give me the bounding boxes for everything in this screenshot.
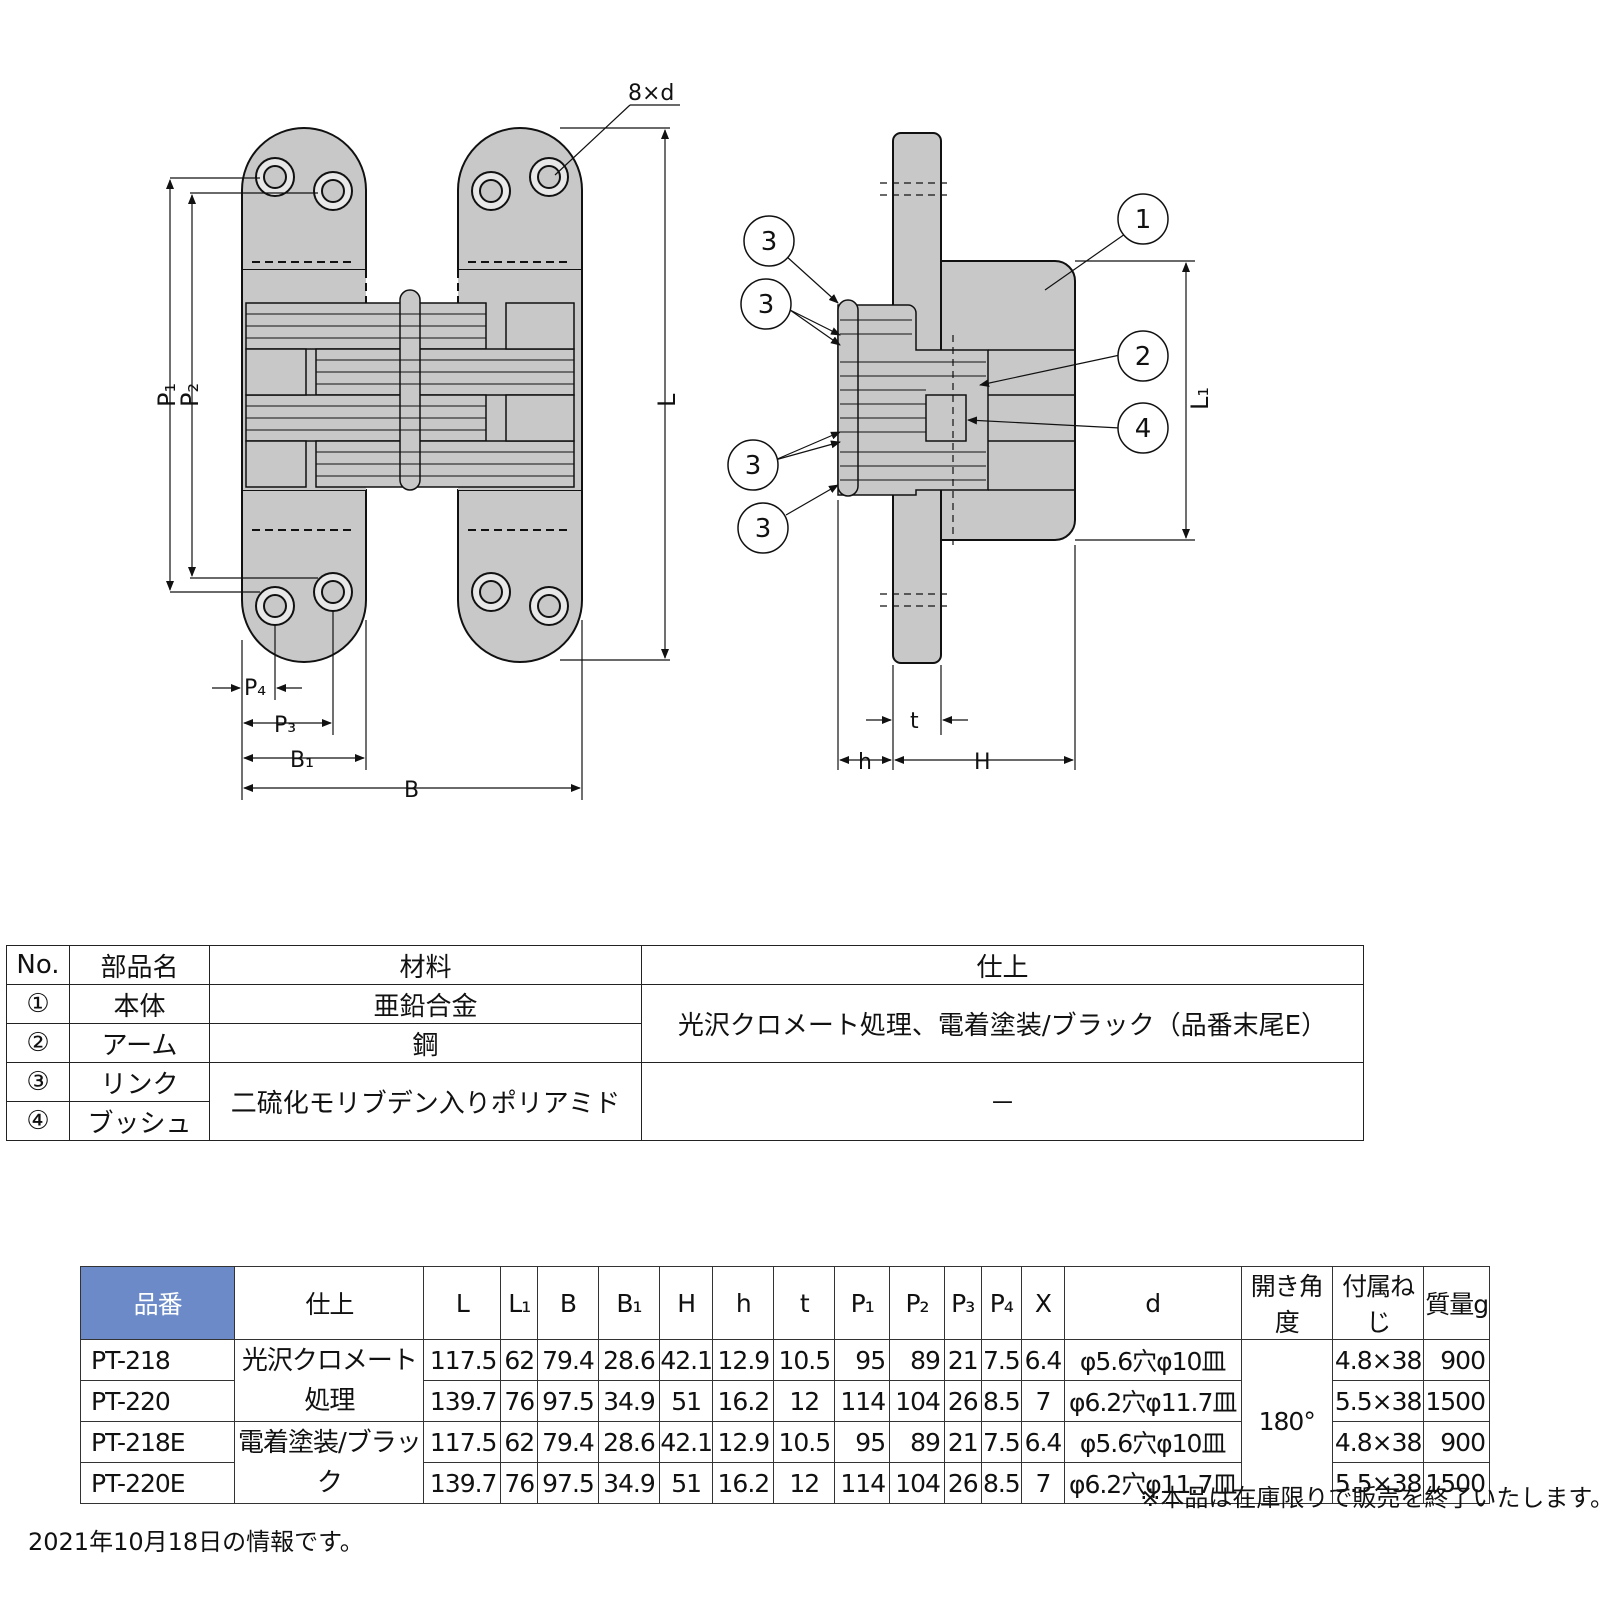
table-row: ④ ブッシュ [6,1101,1364,1141]
finish-cell-3-4: － [641,1062,1364,1141]
date-note: 2021年10月18日の情報です。 [28,1528,364,1556]
callout-3c [727,439,779,491]
parts-col-no: No. [6,945,70,985]
side-bush [925,394,967,442]
table-row: PT-220E 139.7 76 97.5 34.9 51 16.2 12 11… [79,1462,1490,1504]
dim-B1-label: B₁ [290,748,314,773]
spec-header-row: 品番 仕上 L L₁ B B₁ H h t P₁ P₂ P₃ P₄ X d 開き… [79,1266,1490,1340]
dim-h-label: h [858,750,872,775]
spec-table: 品番 仕上 L L₁ B B₁ H h t P₁ P₂ P₃ P₄ X d 開き… [79,1266,1490,1504]
spec-col-code: 品番 [79,1266,236,1340]
dim-P3-label: P₃ [274,713,296,738]
table-row: PT-220 139.7 76 97.5 34.9 51 16.2 12 114… [79,1380,1490,1422]
dim-H-label: H [974,750,991,775]
callout-3a [743,215,795,267]
callout-3d [737,502,789,554]
callout-2 [1117,330,1169,382]
hinge-side-view [837,132,1076,664]
dim-holes-label: 8×d [628,81,674,106]
finish-cell-1-2: 光沢クロメート処理、電着塗装/ブラック（品番末尾E） [641,984,1364,1063]
parts-col-finish: 仕上 [641,945,1364,985]
discontinued-note: ※本品は在庫限りで販売を終了いたします。 [1140,1484,1614,1512]
table-row: PT-218E 電着塗装/ブラック 117.5 62 79.4 28.6 42.… [79,1421,1490,1504]
dim-P4-label: P₄ [244,676,266,701]
svg-text:4: 4 [1135,414,1152,444]
parts-col-material: 材料 [209,945,642,985]
finish-group-black: 電着塗装/ブラック [234,1421,425,1504]
callout-1 [1117,193,1169,245]
parts-table: No. 部品名 材料 仕上 ① 本体 亜鉛合金 光沢クロメート処理、電着塗装/ブ… [6,945,1364,1141]
callouts [727,193,1169,554]
dim-B-label: B [404,778,419,803]
parts-col-name: 部品名 [69,945,210,985]
svg-text:1: 1 [1135,205,1152,235]
svg-text:3: 3 [758,290,775,320]
svg-text:2: 2 [1135,342,1152,372]
dim-t-label: t [910,709,919,734]
opening-angle: 180° [1240,1339,1333,1504]
hinge-front-view [241,127,583,663]
svg-text:3: 3 [745,451,762,481]
dim-P2-label: P₂ [176,383,204,407]
table-row: ① 本体 亜鉛合金 光沢クロメート処理、電着塗装/ブラック（品番末尾E） [6,984,1364,1063]
mount-holes [255,157,569,626]
side-arms [837,304,989,496]
table-row: PT-218 光沢クロメート処理 117.5 62 79.4 28.6 42.1… [79,1339,1490,1504]
dim-L-label: L [653,393,681,407]
svg-text:3: 3 [761,227,778,257]
callout-3b [740,278,792,330]
arm-links [245,289,575,491]
hinge-drawing: 8×d L P₁ P₂ P₄ P₃ B₁ B [153,81,1214,803]
callout-4 [1117,402,1169,454]
finish-group-chromate: 光沢クロメート処理 [234,1339,425,1422]
dim-L1-label: L₁ [1186,387,1214,410]
svg-text:3: 3 [755,514,772,544]
parts-header-row: No. 部品名 材料 仕上 [6,945,1364,985]
table-row: ③ リンク 二硫化モリブデン入りポリアミド － [6,1062,1364,1141]
dim-P1-label: P₁ [153,383,181,407]
